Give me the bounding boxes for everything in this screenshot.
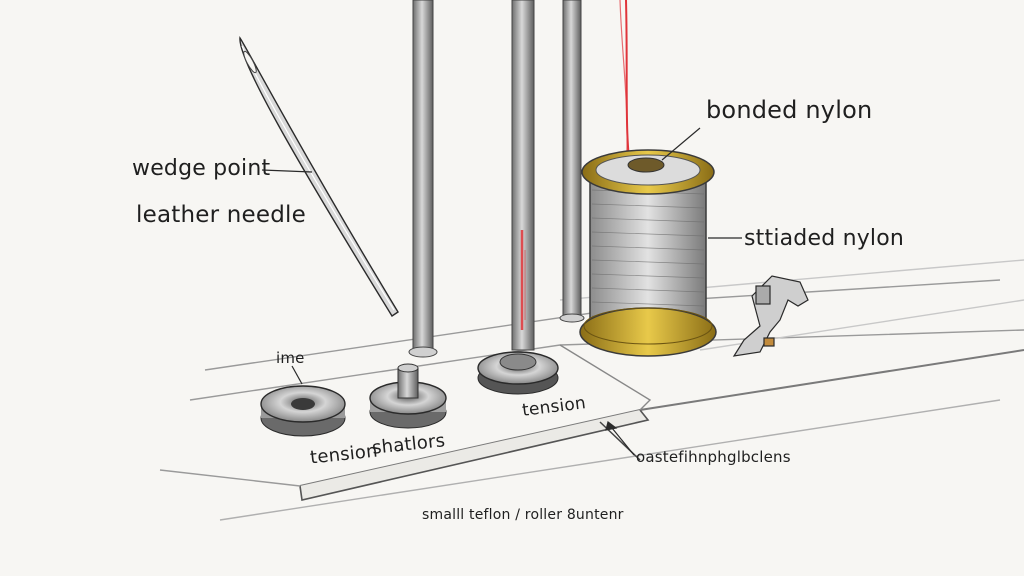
presser-foot-drawing: [732, 275, 809, 357]
tension-disc-middle: [369, 363, 447, 429]
label-wedge-point: wedge point: [132, 156, 271, 181]
rod-center: [511, 0, 535, 351]
label-bonded-nylon: bonded nylon: [706, 96, 873, 124]
label-oaste: oastefihnphglbclens: [636, 448, 791, 466]
tension-disc-center: [477, 351, 559, 395]
label-stranded-nylon: sttiaded nylon: [744, 226, 905, 251]
thread-rods: [408, 0, 585, 358]
leather-needle-drawing: [239, 35, 399, 317]
leader-lines: [261, 127, 742, 456]
thread-spool: [579, 149, 717, 357]
rod-left: [412, 0, 434, 353]
label-leather-needle: leather needle: [136, 202, 306, 228]
label-small-teflon: smalll teflon / roller 8untenr: [422, 507, 624, 523]
label-ime: ime: [276, 349, 305, 367]
tension-disc-left: [260, 385, 346, 437]
rod-right: [562, 0, 582, 319]
